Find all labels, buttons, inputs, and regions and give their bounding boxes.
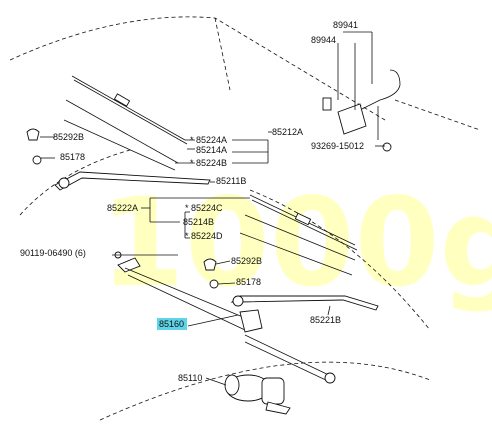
wiper-link-rod — [117, 257, 336, 384]
part-label-85178-mid[interactable]: 85178 — [236, 277, 261, 287]
part-label-85221B[interactable]: 85221B — [310, 315, 341, 325]
windshield-outline-left — [19, 149, 131, 216]
svg-text:*: * — [190, 158, 194, 168]
leader-lines — [40, 31, 385, 386]
wiper-blade-right-assembly — [239, 194, 358, 276]
nut-85178-top — [32, 155, 42, 165]
wiper-arm-left — [54, 171, 211, 191]
svg-text:*: * — [185, 231, 189, 241]
part-label-85160[interactable]: 85160 — [159, 319, 184, 329]
watermark: 1000g — [100, 172, 492, 314]
windshield-outline-top — [9, 16, 386, 121]
part-label-85224A[interactable]: 85224A — [196, 135, 227, 145]
cap-85292B-top — [26, 128, 40, 141]
part-label-85212A[interactable]: 85212A — [272, 127, 303, 137]
nut-85178-mid — [209, 279, 219, 289]
svg-text:*: * — [190, 135, 194, 145]
part-label-85224C[interactable]: 85224C — [191, 203, 223, 213]
washer-nozzle-assembly — [322, 69, 401, 152]
part-label-85292B-top[interactable]: 85292B — [53, 132, 84, 142]
part-label-85110[interactable]: 85110 — [178, 373, 202, 383]
part-label-85214B[interactable]: 85214B — [183, 217, 214, 227]
part-label-90119-06490[interactable]: 90119-06490 (6) — [20, 248, 86, 258]
part-label-85222A[interactable]: 85222A — [107, 203, 138, 213]
wiper-arm-right — [230, 295, 379, 311]
cap-85292B-mid — [203, 258, 217, 271]
label-highlight — [157, 318, 187, 330]
svg-text:*: * — [185, 203, 189, 213]
cowl-outline-bottom — [99, 361, 431, 421]
wiper-blade-left-assembly — [63, 75, 188, 171]
windshield-outline-inner — [214, 17, 231, 91]
part-label-85292B-mid[interactable]: 85292B — [231, 256, 262, 266]
wiper-motor — [224, 374, 291, 415]
part-label-85224D[interactable]: 85224D — [191, 231, 223, 241]
part-label-85224B[interactable]: 85224B — [196, 158, 227, 168]
part-label-89941[interactable]: 89941 — [333, 20, 358, 30]
part-label-85214A[interactable]: 85214A — [196, 145, 227, 155]
part-label-85211B[interactable]: 85211B — [216, 176, 246, 186]
part-label-89944[interactable]: 89944 — [311, 35, 336, 45]
part-label-93269-15012[interactable]: 93269-15012 — [311, 141, 364, 151]
part-label-85178-top[interactable]: 85178 — [60, 152, 85, 162]
windshield-outline-edge — [394, 99, 481, 131]
windshield-outline-right — [249, 189, 431, 331]
